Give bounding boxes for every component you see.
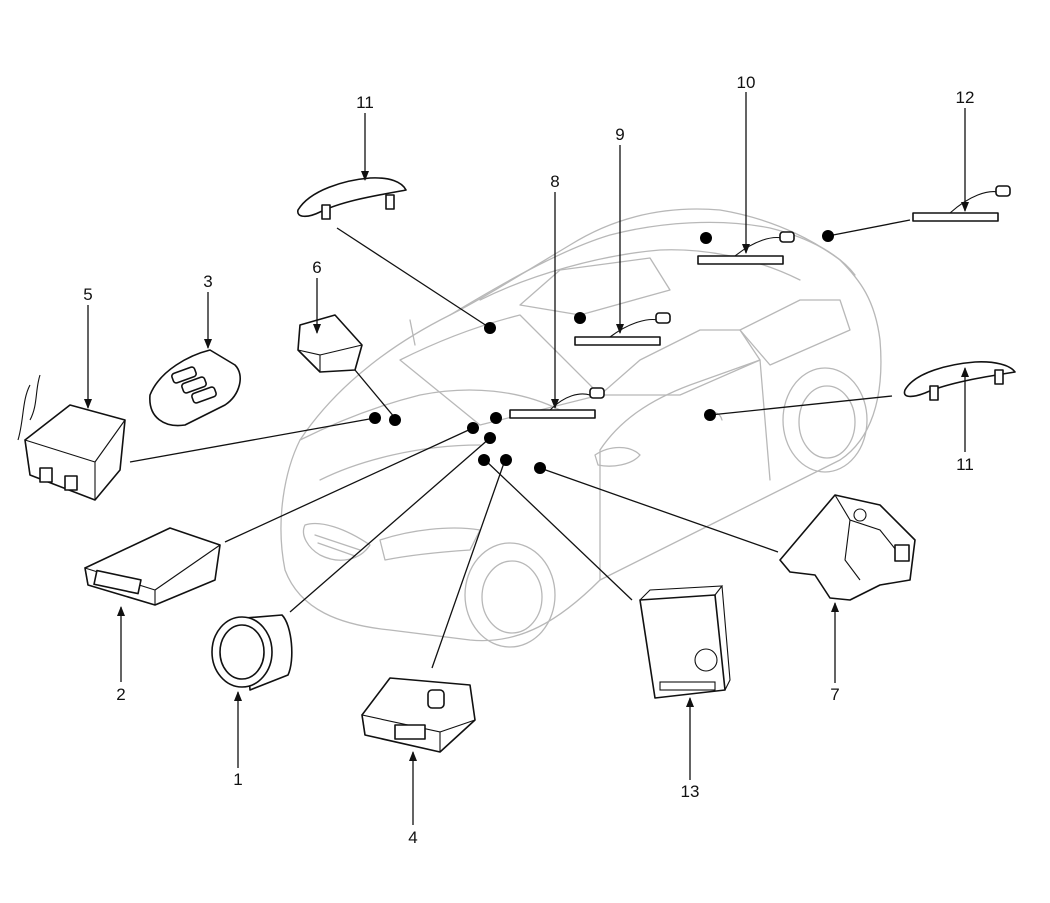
callout-13: 13 xyxy=(681,782,700,801)
callout-2: 2 xyxy=(116,685,125,704)
smart-key-fob-part xyxy=(149,349,241,427)
car-outline xyxy=(280,208,882,648)
connection-dots xyxy=(369,230,834,474)
callout-6: 6 xyxy=(312,258,321,277)
door-handle-rear-part xyxy=(903,361,1016,401)
callout-11-front: 11 xyxy=(356,93,374,112)
callout-7: 7 xyxy=(830,685,839,704)
body-control-module-part xyxy=(639,585,731,699)
callout-1: 1 xyxy=(233,770,242,789)
callout-4: 4 xyxy=(408,828,417,847)
power-module-part xyxy=(361,677,476,753)
antenna-8-part xyxy=(509,387,605,419)
door-handle-front-part xyxy=(297,177,407,220)
steering-lock-part xyxy=(779,494,916,601)
callout-8: 8 xyxy=(550,172,559,191)
control-unit-part xyxy=(84,527,221,606)
sensor-module-part xyxy=(297,314,363,373)
callout-12: 12 xyxy=(956,88,975,107)
callout-3: 3 xyxy=(203,272,212,291)
callout-11-rear: 11 xyxy=(956,455,974,474)
leader-lines xyxy=(129,219,911,669)
callout-arrows xyxy=(84,92,969,825)
callout-9: 9 xyxy=(615,125,624,144)
callout-10: 10 xyxy=(737,73,756,92)
callout-5: 5 xyxy=(83,285,92,304)
smart-key-unit-part xyxy=(17,374,126,501)
antenna-10-part xyxy=(697,231,795,265)
callout-labels: 1 2 3 4 5 6 7 8 9 10 11 11 12 13 xyxy=(83,73,974,847)
start-stop-button-part xyxy=(211,614,293,691)
antenna-12-part xyxy=(912,185,1011,222)
antenna-9-part xyxy=(574,312,671,346)
